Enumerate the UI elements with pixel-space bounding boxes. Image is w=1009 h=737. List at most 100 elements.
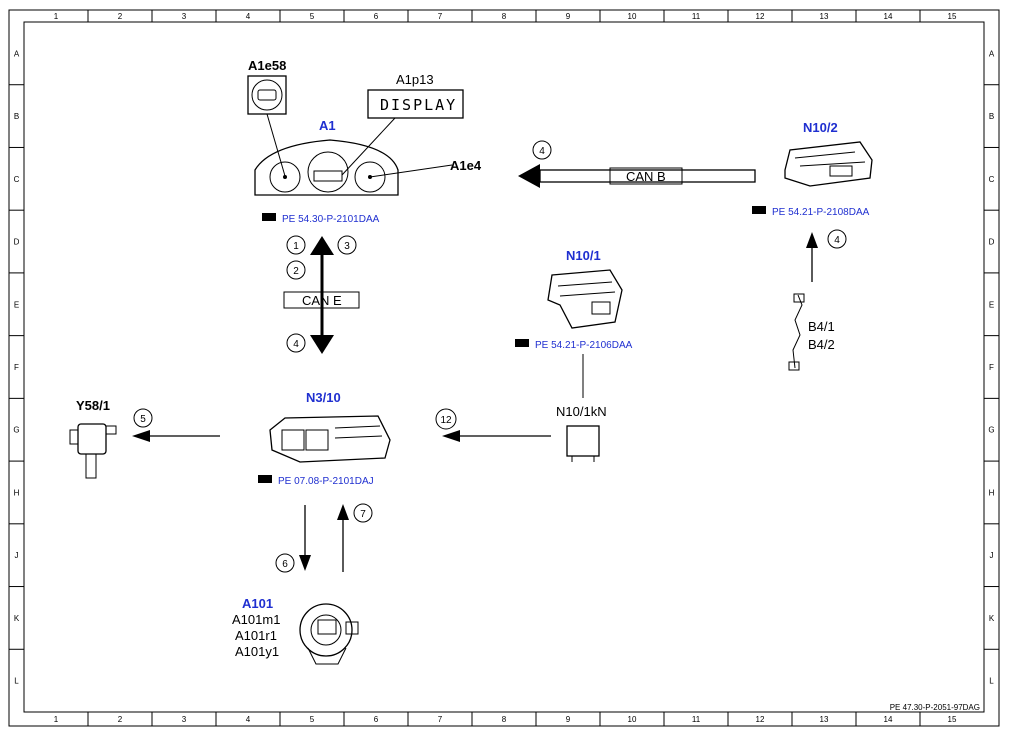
marker-6: 6: [275, 553, 295, 573]
b4-1-label: B4/1: [808, 319, 835, 334]
row-index: A: [989, 49, 995, 58]
marker-2: 2: [286, 260, 306, 280]
n10-1-label: N10/1: [566, 248, 601, 263]
column-index: 8: [502, 12, 507, 21]
column-index: 9: [566, 12, 571, 21]
n10-2-module: N10/2 PE 54.21-P-2108DAA: [752, 120, 873, 282]
row-index: K: [14, 614, 20, 623]
row-index: D: [989, 238, 995, 247]
reference-icon: [752, 206, 766, 214]
row-index: H: [989, 488, 995, 497]
a101y1-label: A101y1: [235, 644, 279, 659]
column-index: 14: [884, 715, 893, 724]
a1-label: A1: [319, 118, 336, 133]
column-index: 13: [820, 12, 829, 21]
column-index: 9: [566, 715, 571, 724]
row-index: D: [14, 238, 20, 247]
column-index: 14: [884, 12, 893, 21]
column-index: 12: [756, 715, 765, 724]
a1p13-label: A1p13: [396, 72, 434, 87]
marker-4-can-e: 4: [286, 333, 306, 353]
n3-10-ref-text: PE 07.08-P-2101DAJ: [278, 476, 374, 487]
reference-icon: [515, 339, 529, 347]
row-index: E: [14, 300, 19, 309]
a1e58-label: A1e58: [248, 58, 286, 73]
svg-text:4: 4: [539, 146, 545, 157]
n10-1-reference: PE 54.21-P-2106DAA: [515, 339, 633, 351]
row-index: J: [990, 551, 994, 560]
y58-1-label: Y58/1: [76, 398, 110, 413]
column-index: 11: [692, 715, 701, 724]
marker-5: 5: [133, 408, 153, 428]
a101r1-label: A101r1: [235, 628, 277, 643]
column-index: 3: [182, 12, 187, 21]
reference-icon: [262, 213, 276, 221]
column-index: 11: [692, 12, 701, 21]
n10-1-ref-text: PE 54.21-P-2106DAA: [535, 340, 633, 351]
engine-icon: [257, 89, 277, 101]
column-index: 2: [118, 12, 123, 21]
marker-7: 7: [353, 503, 373, 523]
row-index: E: [989, 300, 994, 309]
a101-label: A101: [242, 596, 273, 611]
a101m1-label: A101m1: [232, 612, 280, 627]
b4-2-label: B4/2: [808, 337, 835, 352]
svg-text:4: 4: [834, 235, 840, 246]
y58-1-valve: Y58/1: [69, 398, 117, 479]
column-index: 1: [54, 12, 59, 21]
row-index: A: [14, 49, 20, 58]
step-markers: 1 3 2 4 4 4 5 12 7 6: [133, 140, 847, 573]
n3-10-control-unit: N3/10 PE 07.08-P-2101DAJ: [132, 390, 391, 572]
row-index: L: [989, 677, 994, 686]
n10-1kn-relay: N10/1kN: [442, 404, 607, 462]
n10-1-module: N10/1 PE 54.21-P-2106DAA: [515, 248, 633, 398]
a101-throttle-actuator: A101 A101m1 A101r1 A101y1: [232, 596, 359, 665]
column-index: 4: [246, 12, 251, 21]
row-index: L: [14, 677, 19, 686]
column-index: 3: [182, 715, 187, 724]
column-index: 4: [246, 715, 251, 724]
row-index: C: [989, 175, 995, 184]
document-id: PE 47.30-P-2051-97DAG: [890, 703, 980, 712]
column-index: 5: [310, 12, 315, 21]
svg-text:3: 3: [344, 241, 350, 252]
svg-text:7: 7: [360, 509, 366, 520]
marker-12: 12: [435, 408, 457, 430]
marker-1: 1: [286, 235, 306, 255]
column-index: 15: [948, 715, 957, 724]
svg-text:4: 4: [293, 339, 299, 350]
a1e4-label: A1e4: [450, 158, 482, 173]
svg-text:12: 12: [440, 415, 452, 426]
b4-sensor: B4/1 B4/2: [788, 293, 835, 371]
marker-4-b4: 4: [827, 229, 847, 249]
n10-2-ref-text: PE 54.21-P-2108DAA: [772, 207, 870, 218]
a1p13-display: A1p13 DISPLAY: [341, 72, 464, 176]
column-index: 15: [948, 12, 957, 21]
column-index: 5: [310, 715, 315, 724]
row-index: C: [14, 175, 20, 184]
svg-text:1: 1: [293, 241, 299, 252]
n3-10-label: N3/10: [306, 390, 341, 405]
a1-reference: PE 54.30-P-2101DAA: [262, 213, 380, 225]
can-e-bus: CAN E: [283, 236, 360, 354]
reference-icon: [258, 475, 272, 483]
svg-text:6: 6: [282, 559, 288, 570]
can-e-label: CAN E: [302, 293, 342, 308]
row-index: G: [988, 426, 994, 435]
column-index: 1: [54, 715, 59, 724]
column-index: 10: [628, 12, 637, 21]
svg-text:2: 2: [293, 266, 299, 277]
column-index: 6: [374, 715, 379, 724]
row-index: F: [989, 363, 994, 372]
column-index: 10: [628, 715, 637, 724]
a1-instrument-cluster: A1 A1e4 PE 54.30-P-2101DAA: [254, 118, 482, 225]
column-index: 7: [438, 715, 443, 724]
n3-10-reference: PE 07.08-P-2101DAJ: [258, 475, 374, 487]
n10-1kn-label: N10/1kN: [556, 404, 607, 419]
marker-4-can-b: 4: [532, 140, 552, 160]
